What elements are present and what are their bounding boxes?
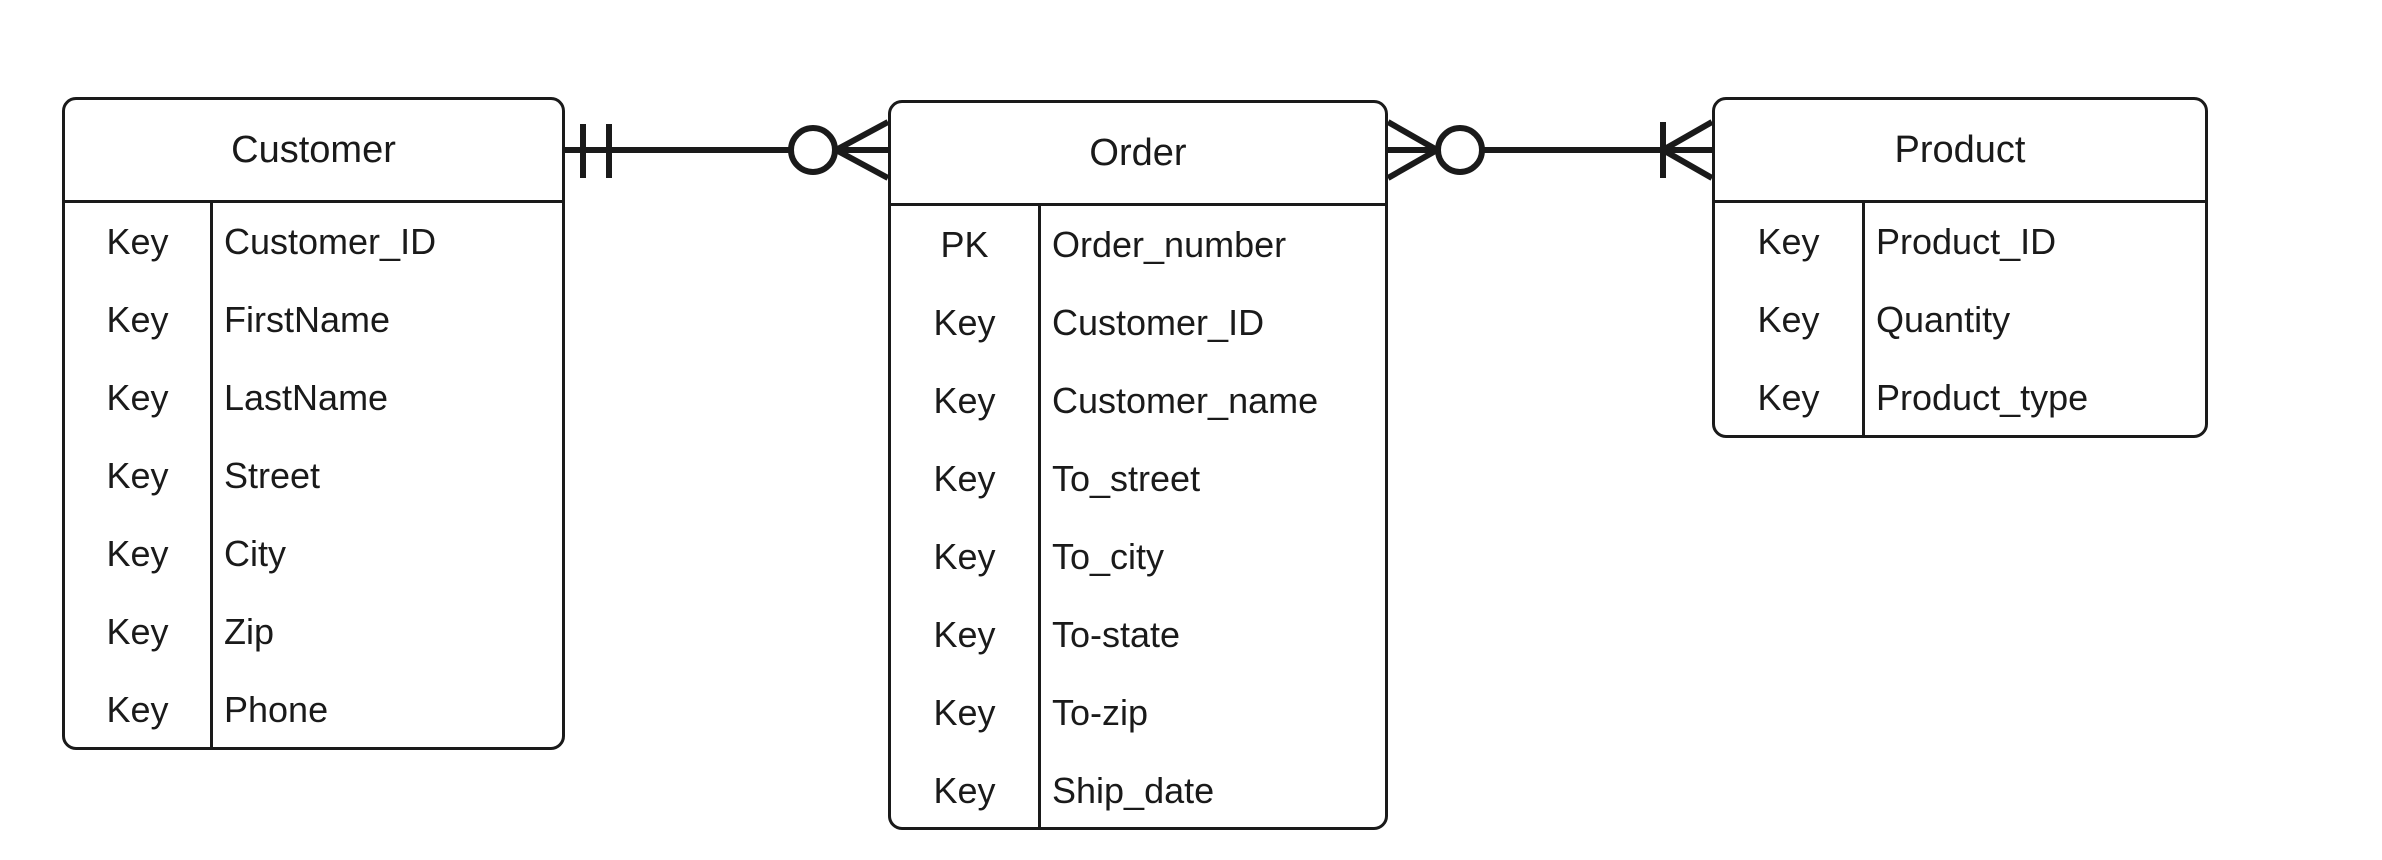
crows-foot-upper-order [834, 119, 890, 153]
attribute-key: Key [1757, 377, 1820, 418]
entity-customer-attributes: Key Customer_ID Key FirstName Key LastNa… [65, 203, 562, 749]
crows-foot-upper-order-right [1386, 119, 1439, 153]
crows-foot-upper-product [1661, 119, 1714, 153]
attribute-row[interactable]: Key Street [65, 437, 562, 515]
attribute-row[interactable]: Key Customer_ID [891, 284, 1385, 362]
cardinality-zero-circle-order [788, 125, 838, 175]
attribute-key: Key [106, 299, 169, 340]
attribute-key: Key [106, 611, 169, 652]
attribute-row[interactable]: Key LastName [65, 359, 562, 437]
attribute-row[interactable]: Key Quantity [1715, 281, 2205, 359]
attribute-name: Zip [224, 611, 275, 652]
entity-product-attributes: Key Product_ID Key Quantity Key Product_… [1715, 203, 2205, 437]
attribute-name: To-zip [1052, 692, 1149, 733]
attribute-key: Key [106, 455, 169, 496]
attribute-row[interactable]: Key To_city [891, 518, 1385, 596]
attribute-key: Key [933, 536, 996, 577]
entity-product-title: Product [1715, 100, 2205, 203]
relationship-order-product [1386, 119, 1714, 181]
attribute-row[interactable]: Key FirstName [65, 281, 562, 359]
attribute-row[interactable]: Key To_street [891, 440, 1385, 518]
attribute-name: Order_number [1052, 224, 1287, 265]
entity-customer[interactable]: Customer Key Customer_ID Key FirstName K… [62, 97, 565, 750]
attribute-row[interactable]: Key Product_type [1715, 359, 2205, 437]
column-divider-order [1038, 206, 1041, 830]
attribute-row[interactable]: Key Customer_ID [65, 203, 562, 281]
attribute-name: To_street [1052, 458, 1201, 499]
attribute-name: Street [224, 455, 321, 496]
crows-foot-lower-order-right [1386, 147, 1439, 181]
attribute-name: FirstName [224, 299, 391, 340]
attribute-key: Key [933, 692, 996, 733]
attribute-key: Key [933, 770, 996, 811]
attribute-name: Customer_ID [1052, 302, 1265, 343]
attribute-name: To-state [1052, 614, 1181, 655]
entity-order[interactable]: Order PK Order_number Key Customer_ID Ke… [888, 100, 1388, 830]
entity-order-attributes: PK Order_number Key Customer_ID Key Cust… [891, 206, 1385, 830]
crows-foot-lower-product [1661, 147, 1714, 181]
attribute-row[interactable]: Key To-state [891, 596, 1385, 674]
attribute-name: Quantity [1876, 299, 2011, 340]
attribute-key: Key [106, 533, 169, 574]
attribute-name: Product_type [1876, 377, 2089, 418]
column-divider-customer [210, 203, 213, 749]
column-divider-product [1862, 203, 1865, 437]
attribute-key: Key [1757, 221, 1820, 262]
crows-foot-lower-order [834, 147, 890, 181]
attribute-key: Key [106, 221, 169, 262]
attribute-key: Key [933, 614, 996, 655]
attribute-key: Key [933, 458, 996, 499]
attribute-name: LastName [224, 377, 389, 418]
attribute-row[interactable]: Key Phone [65, 671, 562, 749]
attribute-row[interactable]: Key Zip [65, 593, 562, 671]
attribute-name: Phone [224, 689, 329, 730]
entity-product[interactable]: Product Key Product_ID Key Quantity Key … [1712, 97, 2208, 438]
attribute-key: Key [933, 302, 996, 343]
attribute-row[interactable]: Key City [65, 515, 562, 593]
entity-customer-title: Customer [65, 100, 562, 203]
attribute-key: Key [933, 380, 996, 421]
relationship-customer-order [565, 119, 890, 181]
attribute-row[interactable]: Key Product_ID [1715, 203, 2205, 281]
attribute-key: Key [1757, 299, 1820, 340]
attribute-key: Key [106, 689, 169, 730]
attribute-name: City [224, 533, 286, 574]
attribute-name: To_city [1052, 536, 1165, 577]
attribute-name: Customer_ID [224, 221, 437, 262]
attribute-key: Key [106, 377, 169, 418]
attribute-name: Ship_date [1052, 770, 1215, 811]
attribute-name: Product_ID [1876, 221, 2057, 262]
attribute-row[interactable]: Key Ship_date [891, 752, 1385, 830]
attribute-row[interactable]: PK Order_number [891, 206, 1385, 284]
attribute-key: PK [940, 224, 989, 265]
entity-order-title: Order [891, 103, 1385, 206]
cardinality-zero-circle-product-side [1435, 125, 1485, 175]
attribute-row[interactable]: Key To-zip [891, 674, 1385, 752]
attribute-name: Customer_name [1052, 380, 1319, 421]
attribute-row[interactable]: Key Customer_name [891, 362, 1385, 440]
